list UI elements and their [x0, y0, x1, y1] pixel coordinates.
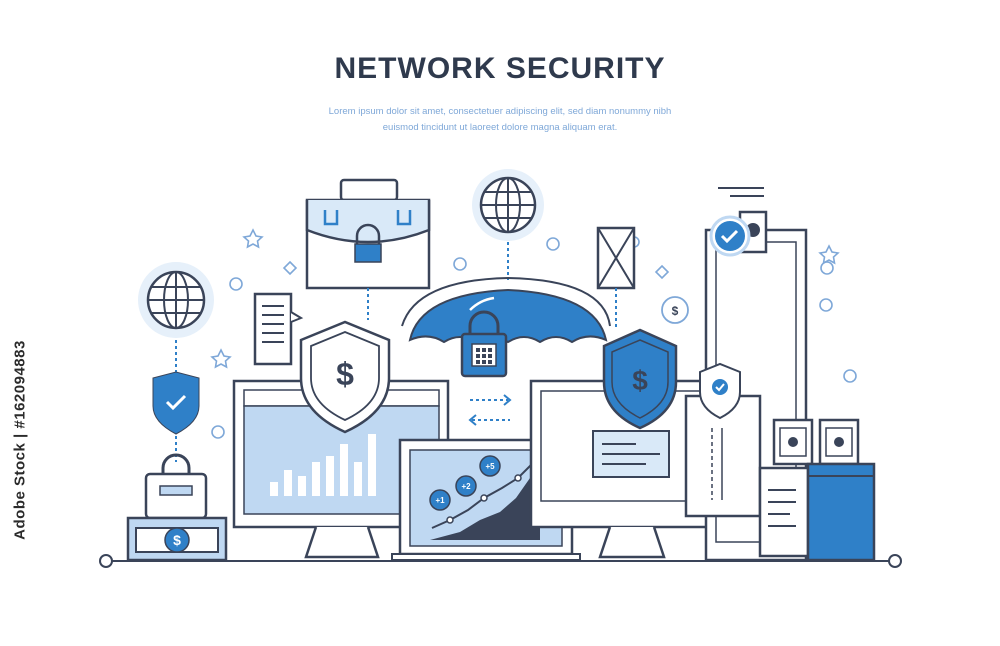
- circle-dot: [211, 425, 225, 439]
- badge-label: +1: [435, 496, 445, 505]
- circle-dot: [453, 257, 467, 271]
- growth-badge: +1: [429, 489, 451, 511]
- briefcase-icon: [305, 178, 431, 320]
- diamond-icon: [654, 264, 670, 280]
- transfer-arrows: [468, 394, 512, 426]
- monitor-bar-graph: [270, 434, 376, 496]
- page-title: NETWORK SECURITY: [334, 52, 666, 85]
- dollar-symbol: $: [173, 532, 181, 548]
- growth-badge: +5: [479, 455, 501, 477]
- dollar-symbol: $: [672, 304, 679, 318]
- center-globe-group: [472, 169, 544, 280]
- growth-badge: +2: [455, 475, 477, 497]
- subtitle-line-1: Lorem ipsum dolor sit amet, consectetuer…: [328, 106, 672, 117]
- dollar-symbol: $: [632, 365, 648, 396]
- envelope-icon: [596, 226, 636, 330]
- badge-label: +5: [485, 462, 495, 471]
- circle-dot: [546, 237, 560, 251]
- blue-folder: [806, 462, 876, 562]
- diamond-icon: [282, 260, 298, 276]
- dollar-symbol: $: [336, 356, 354, 392]
- circle-dot: [820, 261, 834, 275]
- dollar-shield-left: $: [299, 320, 391, 434]
- circle-dot: [819, 298, 833, 312]
- subtitle-line-2: euismod tincidunt ut laoreet dolore magn…: [382, 122, 618, 133]
- circle-dot: [843, 369, 857, 383]
- money-bills: [772, 418, 860, 466]
- star-icon: [818, 244, 840, 265]
- card-with-shield: [684, 362, 762, 518]
- document-stack: [758, 466, 810, 558]
- coin-icon: $: [661, 296, 689, 324]
- star-icon: [210, 348, 232, 369]
- circle-dot: [229, 277, 243, 291]
- note-icon: [253, 292, 304, 366]
- left-padlock: [144, 453, 208, 520]
- check-badge-icon: [709, 215, 751, 257]
- decorative-shapes: [210, 228, 857, 439]
- badge-label: +2: [461, 482, 471, 491]
- dollar-shield-right: $: [602, 328, 678, 430]
- left-globe-group: [138, 262, 214, 372]
- left-cash-drawer: $: [126, 516, 228, 562]
- star-icon: [242, 228, 264, 249]
- umbrella-lock-icon: [401, 276, 611, 378]
- left-check-shield: [152, 371, 200, 462]
